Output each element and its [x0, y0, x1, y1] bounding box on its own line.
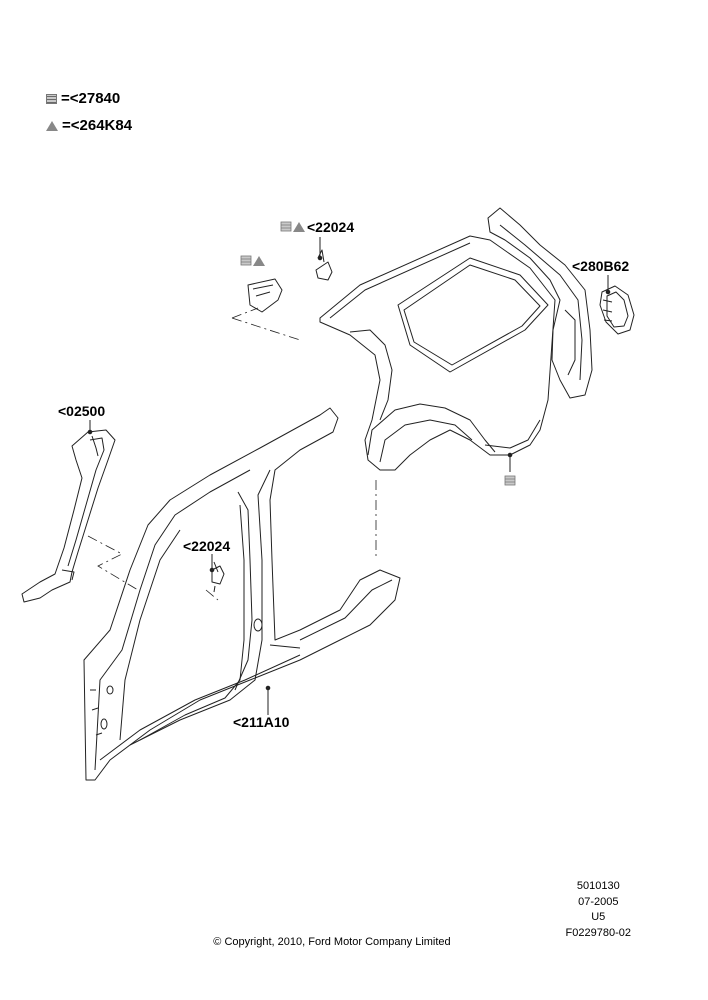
meta-date: 07-2005: [578, 895, 619, 908]
leader-lines: [87, 307, 377, 601]
trim-piece-part: [599, 285, 635, 335]
body-side-panel-part: [83, 407, 401, 781]
legend-row-1: =<27840: [46, 90, 120, 107]
drawing-symbols: [240, 221, 516, 486]
upper-bracket-part: [315, 249, 333, 281]
grid-square-icon: [46, 93, 57, 104]
callout-a-pillar: <02500: [58, 403, 106, 419]
lower-bracket-part: [211, 561, 225, 593]
legend-text-1: =<27840: [61, 90, 121, 107]
triangle-icon: [293, 222, 305, 232]
meta-variant: U5: [591, 911, 606, 923]
quarter-panel-part: [319, 235, 556, 471]
a-pillar-part: [21, 429, 116, 603]
grid-square-icon: [240, 255, 252, 266]
figure-meta: 5010130 07-2005 U5 F0229780-02: [566, 879, 631, 941]
callout-bracket-lower: <22024: [183, 538, 231, 554]
grid-square-icon: [280, 221, 292, 232]
rear-end-panel-part: [487, 207, 593, 399]
triangle-icon: [253, 256, 265, 266]
callout-quarter-trim: <280B62: [572, 258, 630, 274]
grid-square-icon: [504, 475, 516, 486]
copyright-notice: © Copyright, 2010, Ford Motor Company Li…: [213, 936, 451, 948]
pointer-lines: [87, 237, 611, 715]
gusset-bracket-part: [247, 278, 283, 313]
callout-side-panel: <211A10: [233, 714, 290, 730]
meta-figure-id: F0229780-02: [565, 926, 631, 939]
meta-code: 5010130: [576, 880, 620, 892]
callout-bracket-upper: <22024: [307, 219, 355, 235]
triangle-icon: [46, 120, 58, 131]
legend-row-2: =<264K84: [46, 117, 132, 134]
legend-text-2: =<264K84: [62, 117, 133, 134]
